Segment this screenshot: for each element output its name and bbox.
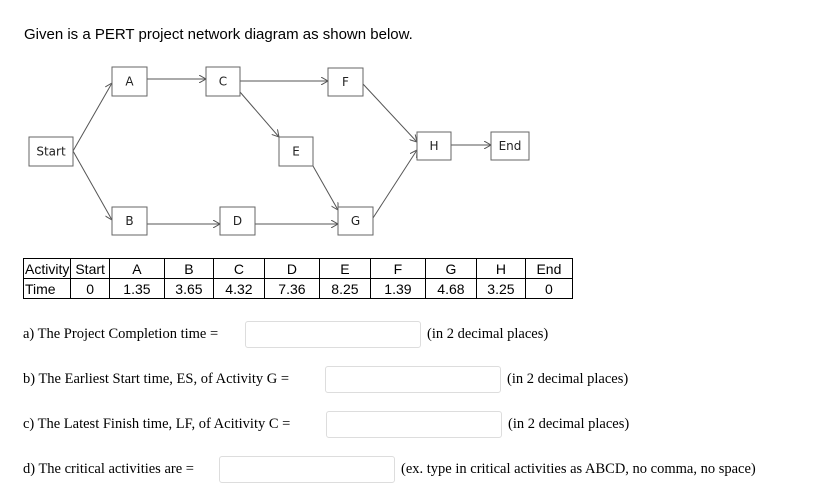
- svg-text:E: E: [292, 145, 300, 159]
- critical-activities-input[interactable]: [219, 456, 395, 483]
- question-b-label: b) The Earliest Start time, ES, of Activ…: [23, 371, 290, 387]
- node-g: G: [337, 206, 374, 236]
- node-b: B: [111, 206, 148, 236]
- node-d: D: [219, 206, 256, 236]
- edge-c-e: [239, 91, 279, 137]
- latest-finish-c-input[interactable]: [326, 411, 502, 438]
- svg-text:C: C: [219, 75, 227, 89]
- question-d-label: d) The critical activities are =: [23, 461, 194, 477]
- question-a-label: a) The Project Completion time =: [23, 326, 219, 342]
- node-e: E: [278, 136, 314, 167]
- svg-text:F: F: [342, 75, 349, 89]
- svg-text:End: End: [499, 139, 522, 153]
- edge-g-h: [372, 150, 417, 219]
- svg-text:B: B: [125, 214, 133, 228]
- pert-diagram: Start A C F E H End B D G: [28, 66, 530, 236]
- question-a-hint: (in 2 decimal places): [427, 326, 549, 342]
- edge-e-g: [312, 165, 338, 210]
- svg-text:H: H: [429, 139, 438, 153]
- node-c: C: [205, 66, 241, 97]
- node-a: A: [111, 66, 148, 97]
- question-d-hint: (ex. type in critical activities as ABCD…: [401, 461, 756, 477]
- question-b-hint: (in 2 decimal places): [507, 371, 629, 387]
- question-c-label: c) The Latest Finish time, LF, of Acitiv…: [23, 416, 291, 432]
- table-row-header: Activity Start A B C D E F G H End: [22, 258, 573, 279]
- svg-text:D: D: [233, 214, 242, 228]
- earliest-start-g-input[interactable]: [325, 366, 501, 393]
- edge-start-b: [72, 150, 112, 220]
- node-end: End: [490, 131, 530, 161]
- edge-f-h: [362, 83, 417, 142]
- svg-text:A: A: [125, 75, 134, 89]
- table-row-time: Time 0 1.35 3.65 4.32 7.36 8.25 1.39 4.6…: [22, 278, 573, 299]
- node-start: Start: [28, 136, 74, 167]
- node-h: H: [416, 131, 452, 161]
- question-c-hint: (in 2 decimal places): [508, 416, 630, 432]
- completion-time-input[interactable]: [245, 321, 421, 348]
- intro-text: Given is a PERT project network diagram …: [24, 26, 413, 43]
- activity-time-table: Activity Start A B C D E F G H End Time …: [22, 258, 573, 299]
- node-f: F: [327, 67, 364, 97]
- svg-text:Start: Start: [36, 145, 66, 159]
- svg-text:G: G: [351, 214, 360, 228]
- edge-start-a: [72, 83, 112, 152]
